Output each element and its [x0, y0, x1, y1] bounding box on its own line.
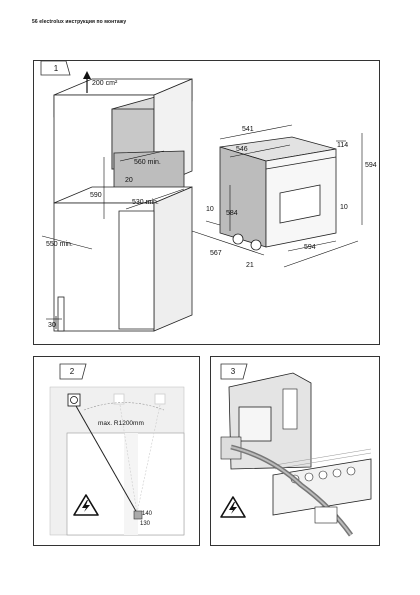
dim-30: 30 [48, 322, 56, 329]
cabinet [53, 78, 193, 332]
dim-10-left: 10 [206, 206, 214, 213]
dim-546: 546 [236, 146, 248, 153]
socket-icon-faded [154, 393, 166, 405]
dim-530: 530 min. [132, 199, 159, 206]
dim-550: 550 min. [46, 241, 73, 248]
oven-unit [219, 136, 337, 251]
figure-number: 2 [70, 367, 75, 376]
dim-140: 140 [142, 511, 153, 517]
dim-130: 130 [140, 521, 151, 527]
dim-20: 20 [125, 177, 133, 184]
page-header: 56 electrolux инструкция по монтажу [32, 19, 127, 25]
dim-584: 584 [226, 210, 238, 217]
figure-2-panel: 2 max. R1200mm 140 130 [33, 356, 200, 546]
dim-567: 567 [210, 250, 222, 257]
dim-560: 560 min. [134, 159, 161, 166]
figure-number: 1 [54, 64, 59, 73]
figure-number-tab [40, 61, 71, 76]
socket-icon-faded [113, 393, 125, 405]
figure-1-drawing: 1 200 cm² [40, 61, 377, 332]
dim-10-right: 10 [340, 204, 348, 211]
dim-541: 541 [242, 126, 254, 133]
figure-number-tab [220, 363, 248, 380]
dim-114: 114 [337, 142, 348, 149]
figure-1-panel: 1 200 cm² [33, 60, 380, 345]
connection-box [133, 510, 143, 520]
figure-3-drawing: 3 [220, 363, 372, 537]
terminal-block [272, 458, 372, 516]
radius-label: max. R1200mm [98, 420, 144, 427]
dim-21: 21 [246, 262, 254, 269]
figure-number-tab [59, 363, 87, 380]
dim-594-height: 594 [365, 162, 377, 169]
dim-200: 200 cm² [92, 80, 118, 87]
figure-number: 3 [231, 367, 236, 376]
figure-3-panel: 3 [210, 356, 380, 546]
dim-590: 590 [90, 192, 102, 199]
dim-594-width: 594 [304, 244, 316, 251]
figure-2-drawing: 2 max. R1200mm 140 130 [49, 363, 185, 536]
socket-icon [67, 393, 81, 407]
cable-line [75, 405, 138, 514]
